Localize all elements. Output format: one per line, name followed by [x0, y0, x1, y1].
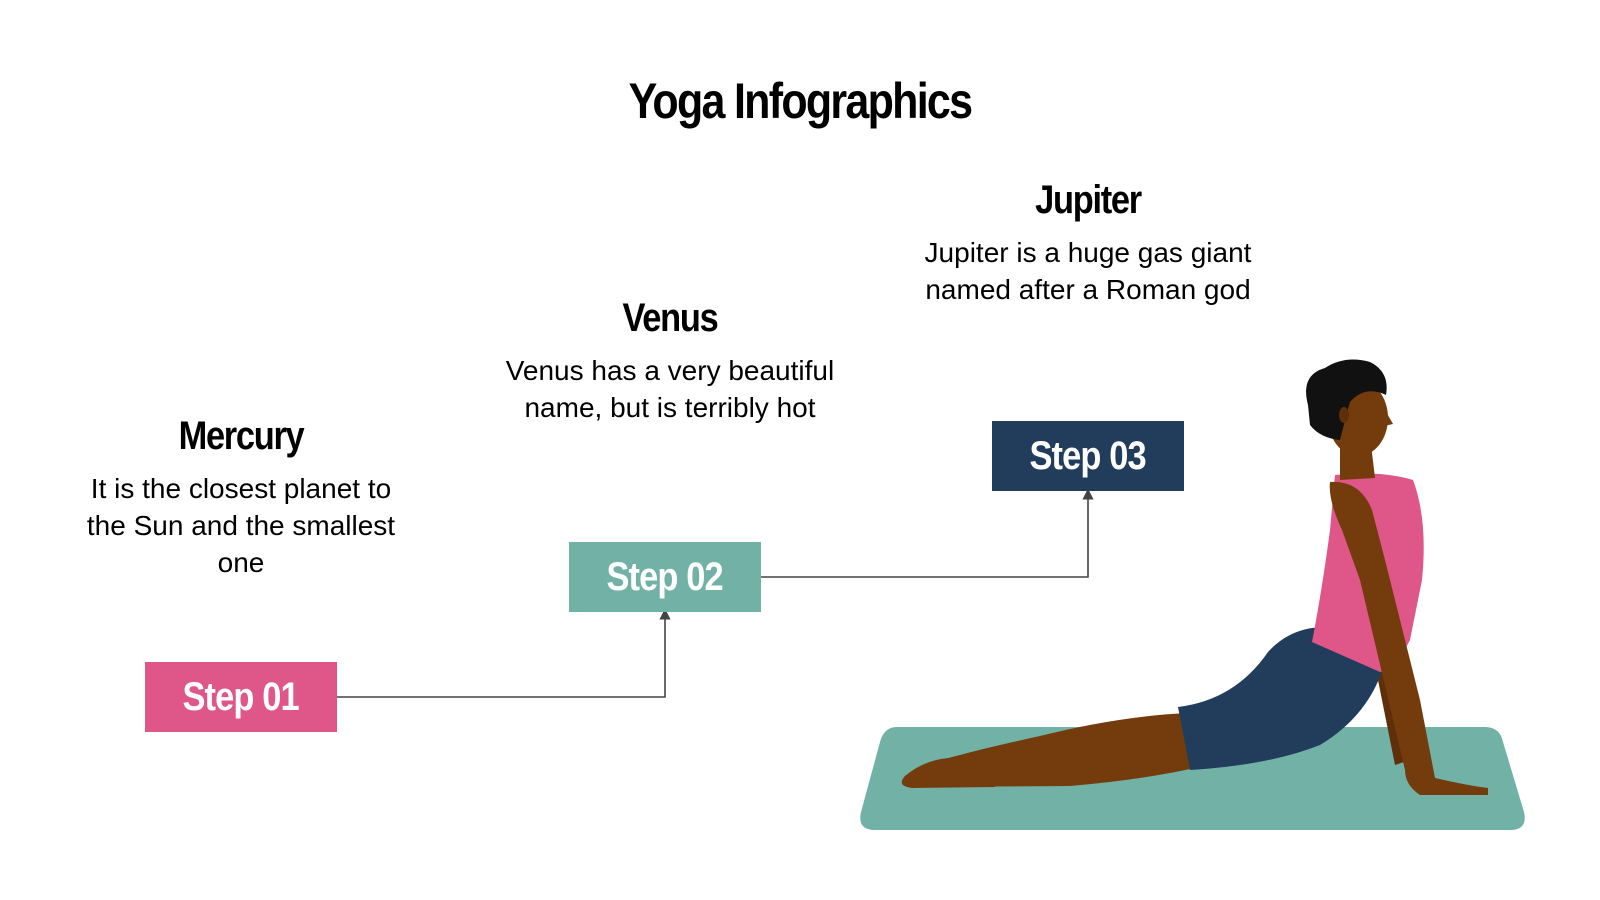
hair: [1306, 359, 1387, 440]
ear: [1339, 407, 1349, 423]
step-01-text: Mercury It is the closest planet to the …: [71, 412, 411, 581]
step-02-label: Step 02: [606, 554, 724, 599]
step-03-text: Jupiter Jupiter is a huge gas giant name…: [918, 176, 1258, 308]
step-01-box: Step 01: [145, 662, 337, 732]
connector-01-to-02: [337, 608, 671, 698]
step-02-description: Venus has a very beautiful name, but is …: [505, 355, 835, 423]
step-01-heading: Mercury: [178, 414, 305, 458]
connector-02-to-03: [760, 488, 1094, 578]
shorts: [1178, 627, 1385, 770]
step-03-box: Step 03: [992, 421, 1184, 491]
step-02-text: Venus Venus has a very beautiful name, b…: [500, 294, 840, 426]
step-03-label: Step 03: [1029, 433, 1147, 478]
step-02-box: Step 02: [569, 542, 761, 612]
step-01-description: It is the closest planet to the Sun and …: [86, 473, 396, 578]
foot: [901, 757, 995, 788]
page-title: Yoga Infographics: [628, 73, 973, 129]
step-02-heading: Venus: [622, 296, 719, 340]
nose: [1384, 410, 1393, 426]
step-01-label: Step 01: [182, 674, 300, 719]
step-03-description: Jupiter is a huge gas giant named after …: [924, 237, 1252, 305]
front-arm: [1329, 481, 1488, 795]
step-03-heading: Jupiter: [1035, 178, 1142, 222]
